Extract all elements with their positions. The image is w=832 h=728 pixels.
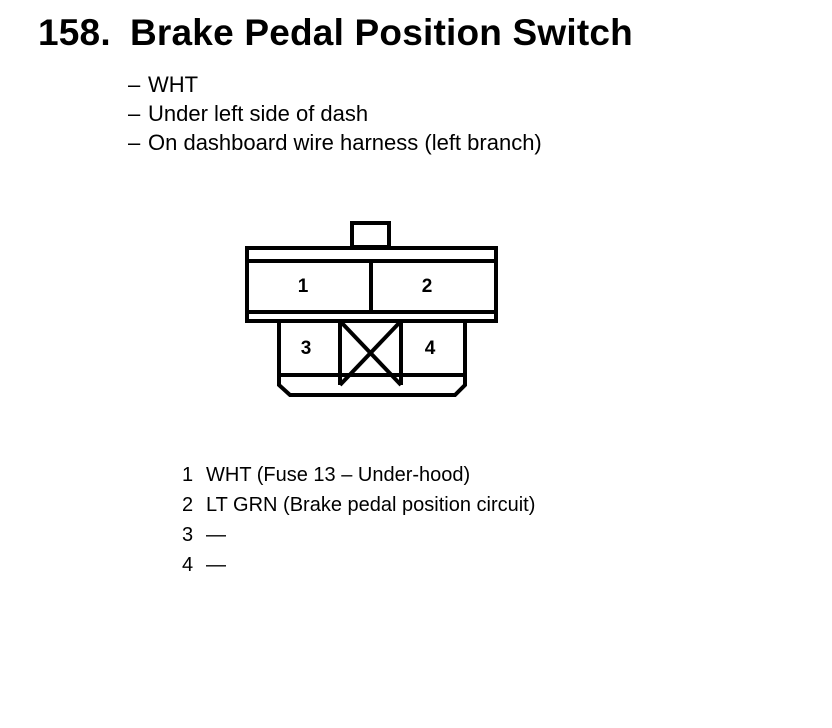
pin-label-3: 3 [301,338,312,359]
note-dash: – [128,101,141,126]
pin-row: 1 WHT (Fuse 13 – Under-hood) [182,460,535,490]
note-text: WHT [148,72,199,97]
pin-row: 4— [182,550,535,580]
note-dash: – [128,72,141,97]
note-item: –WHT [128,70,542,99]
pin-label-2: 2 [422,276,433,297]
pin-number: 2 [182,494,194,516]
pin-number: 4 [182,554,194,576]
note-item: –Under left side of dash [128,99,542,128]
upper-housing [245,246,498,323]
note-dash: – [128,130,141,155]
pin-function-list: 1 WHT (Fuse 13 – Under-hood) 2 LT GRN (Bra… [182,460,535,580]
pin-description: LT GRN (Brake pedal position circuit) [206,494,536,516]
cavity-cross-line [338,319,403,387]
note-item: –On dashboard wire harness (left branch) [128,128,542,157]
pin-label-1: 1 [298,276,309,297]
locking-tab [350,221,391,249]
location-notes: –WHT –Under left side of dash –On dashbo… [128,70,542,157]
pin-number: 3 [182,524,194,546]
pin-row: 2 LT GRN (Brake pedal position circuit) [182,490,535,520]
component-name: Brake Pedal Position Switch [130,12,633,53]
pin-description: — [206,554,226,576]
section-number: 158. [38,12,111,53]
note-text: On dashboard wire harness (left branch) [148,130,542,155]
pin-description: — [206,524,226,546]
pin-description: WHT (Fuse 13 – Under-hood) [206,464,471,486]
note-text: Under left side of dash [148,101,369,126]
pin-row: 3— [182,520,535,550]
pin-number: 1 [182,464,194,486]
page-title: 158. Brake Pedal Position Switch [38,14,633,51]
pin-label-4: 4 [425,338,436,359]
